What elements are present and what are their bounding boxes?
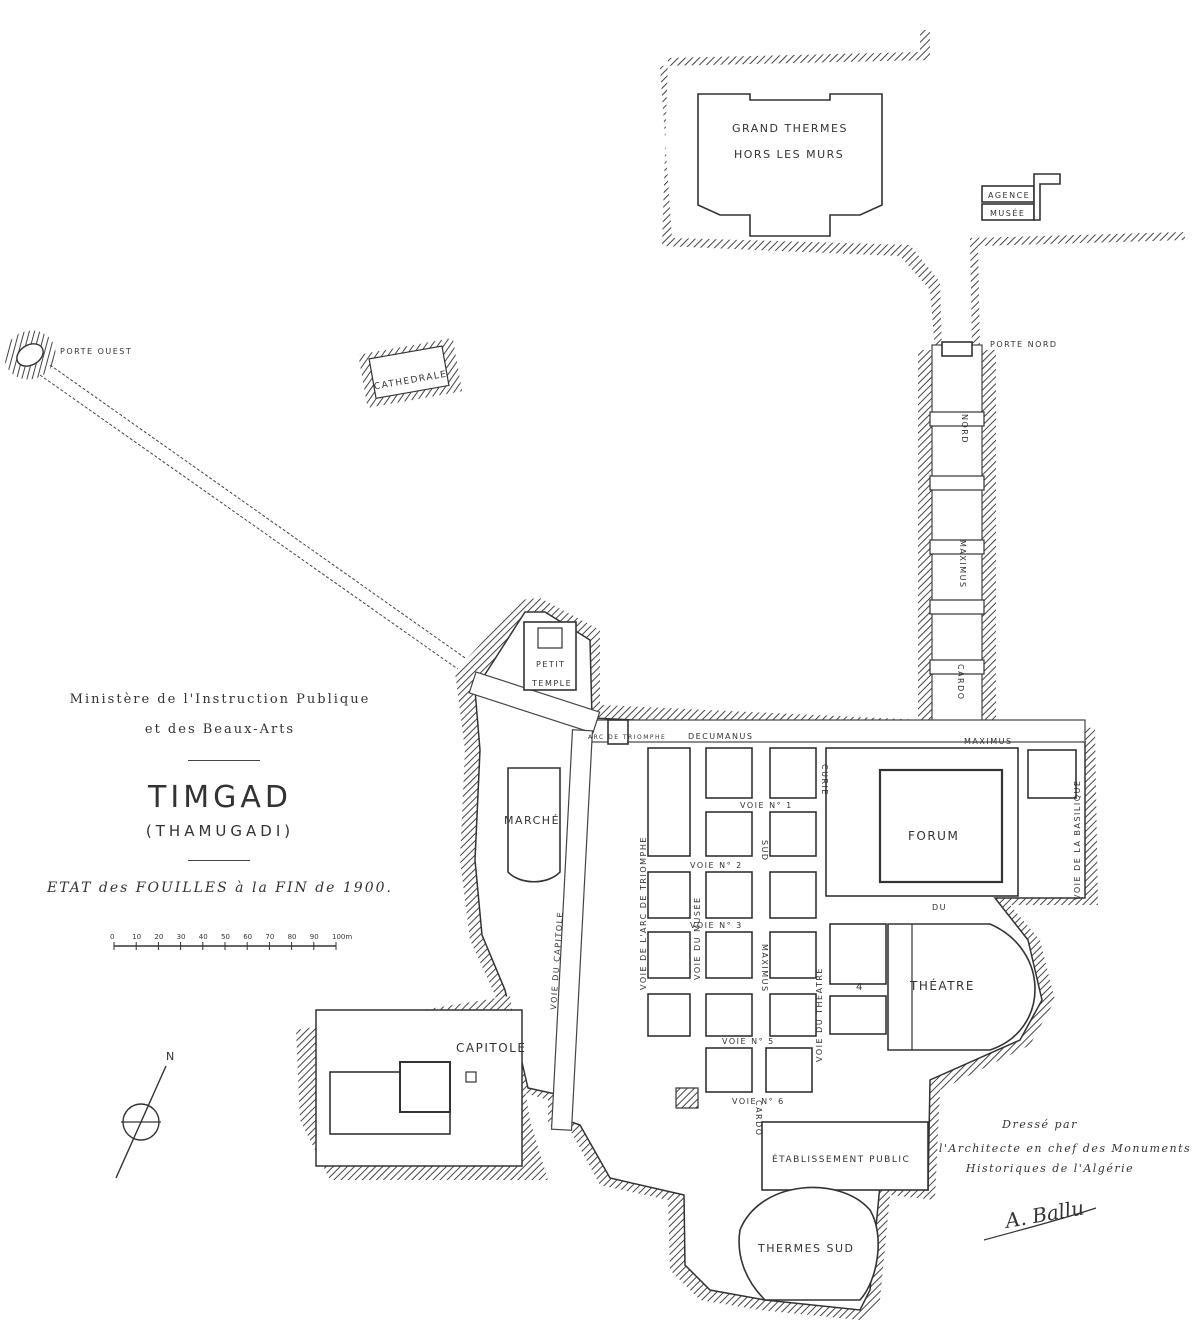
credit-line-2: l'Architecte en chef des Monuments [938,1142,1192,1155]
scale-tick-label: 30 [177,933,186,941]
grand-thermes-label-1: GRAND THERMES [732,122,848,135]
capitole-cella [399,1061,451,1113]
arc-triomphe-label: ARC DE TRIOMPHE [588,734,666,741]
cathedrale-ruin [358,338,463,408]
voie-n3-label: VOIE N° 3 [690,921,743,930]
theatre-building [887,923,1036,1051]
north-enclosure-wall [660,30,942,350]
road-to-petit-temple [468,671,601,734]
signature-flourish [983,1207,1097,1241]
etablissement-public-building [761,1121,929,1191]
porte-ouest-inner [16,343,44,367]
grand-thermes-label-2: HORS LES MURS [734,148,844,161]
map-subtitle: ETAT des FOUILLES à la FIN de 1900. [47,880,393,896]
voie-n5-label: VOIE N° 5 [722,1037,775,1046]
etablissement-label: ÉTABLISSEMENT PUBLIC [772,1153,910,1165]
credit-line-3: Historiques de l'Algérie [965,1162,1135,1175]
cardo-colonnade [929,411,985,675]
porte-ouest-road-b [39,374,463,673]
thermes-sud-label: THERMES SUD [757,1242,855,1255]
insulae-blocks [647,747,887,1093]
cardo-north-label: CARDO [956,664,965,701]
voie-basilique-label: VOIE DE LA BASILIQUE [1073,780,1082,900]
petit-temple-label-1: PETIT [536,660,566,669]
voie-n4-label: 4 [856,982,864,993]
dark-hatch-block [675,1087,699,1109]
cardo-wall-east [982,350,996,720]
credit-line-1: Dressé par [1002,1118,1078,1131]
scale-tick-label: 100m [332,933,352,941]
ministry-line-2: et des Beaux-Arts [144,722,296,737]
scale-tick-label: 40 [199,933,208,941]
cardo-wall-west [918,350,932,720]
arc-triomphe-monument [607,719,629,745]
petit-temple-cella [537,627,563,649]
scale-tick-label: 80 [288,933,297,941]
marche-label: MARCHÉ [504,814,560,827]
petit-temple-label-2: TEMPLE [531,679,572,688]
scale-tick-label: 50 [221,933,230,941]
voie-sud-label: SUD [760,840,769,862]
maximus-sud-label: MAXIMUS [760,944,769,993]
forum-inner [878,768,1004,884]
porte-nord-label: PORTE NORD [990,340,1058,349]
marche-building [507,767,561,883]
scale-tick-label: 60 [243,933,252,941]
capitole-altar [465,1071,477,1083]
forum-basilique [1027,749,1077,799]
voie-n1-label: VOIE N° 1 [740,801,793,810]
north-arrow-label: N [166,1050,174,1063]
grand-thermes-building [697,93,883,237]
voie-arc-label: VOIE DE L'ARC DE TRIOMPHE [639,836,648,990]
nord-street-label: NORD [960,414,969,444]
voie-n6-label: VOIE N° 6 [732,1097,785,1106]
theatre-label: THÉATRE [909,978,975,993]
voie-du-label: DU [932,903,947,912]
scale-tick-label: 70 [265,933,274,941]
decumanus-label: DECUMANUS [688,732,753,741]
porte-ouest-label: PORTE OUEST [60,347,132,356]
musee-label: MUSÉE [990,207,1025,218]
voie-musee-label: VOIE DU MUSÉE [691,896,702,980]
title-rule-2 [188,860,250,861]
porte-ouest-road-a [49,364,469,661]
maximus-north-label: MAXIMUS [958,540,967,589]
ancient-name: (THAMUGADI) [145,822,295,840]
cardo-sud-label: CARDO [754,1100,763,1137]
ministry-line-1: Ministère de l'Instruction Publique [69,692,371,707]
voie-n2-label: VOIE N° 2 [690,861,743,870]
capitole-label: CAPITOLE [456,1041,526,1055]
scale-tick-label: 90 [310,933,319,941]
agence-annex [1033,173,1061,221]
city-title: TIMGAD [148,780,292,815]
thermes-sud-building [738,1186,879,1301]
maximus-decumanus-label: MAXIMUS [964,737,1013,746]
porte-nord-gate [941,341,973,357]
scale-tick-label: 20 [154,933,163,941]
north-arrow: N [115,1050,174,1179]
voie-curie-label: CURIE [820,764,829,796]
scale-tick-label: 10 [132,933,141,941]
signature: A. Ballu [1001,1195,1085,1233]
agence-label: AGENCE [988,191,1030,200]
voie-theatre-label: VOIE DU THEATRE [815,967,824,1062]
voie-capitole-road [550,729,594,1131]
scale-tick-label: 0 [110,933,114,941]
scale-bar: 0 10 20 30 40 50 60 70 80 90 100m [110,933,352,950]
north-east-wall [970,232,1185,350]
forum-label: FORUM [908,829,959,843]
title-rule-1 [188,760,260,761]
